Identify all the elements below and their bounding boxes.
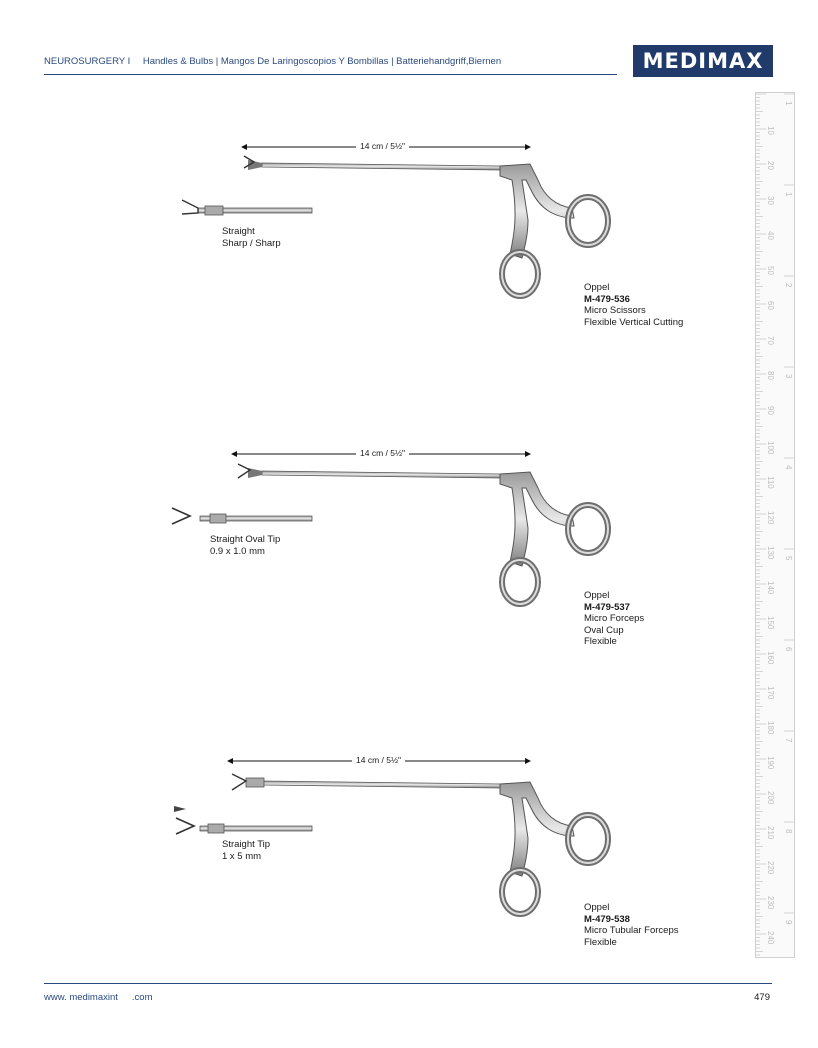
ruler-cm-label: 40 bbox=[766, 231, 775, 240]
ruler-cm-label: 130 bbox=[766, 546, 775, 560]
product-info-536: Oppel M-479-536 Micro Scissors Flexible … bbox=[584, 282, 684, 328]
ruler-cm-label: 50 bbox=[766, 266, 775, 275]
ruler-cm-label: 230 bbox=[766, 896, 775, 910]
page-header: NEUROSURGERY I Handles & Bulbs | Mangos … bbox=[44, 56, 501, 67]
ruler-cm-label: 220 bbox=[766, 861, 775, 875]
ruler-cm-label: 120 bbox=[766, 511, 775, 525]
page-number: 479 bbox=[754, 992, 770, 1003]
ruler-cm-label: 80 bbox=[766, 371, 775, 380]
ruler-cm-label: 90 bbox=[766, 406, 775, 415]
measurement-ruler: 10 20 30 40 50 60 70 80 90 100 110 120 130 140 150 160 1… bbox=[755, 92, 795, 958]
instrument-537 bbox=[171, 451, 608, 604]
header-divider bbox=[44, 74, 617, 75]
ruler-cm-label: 30 bbox=[766, 196, 775, 205]
dimension-label: 14 cm / 5½" bbox=[356, 448, 410, 458]
ruler-inch-label: 1 bbox=[784, 101, 793, 106]
ruler-cm-label: 160 bbox=[766, 651, 775, 665]
ruler-inch-label: 3 bbox=[784, 374, 793, 379]
ruler-inch-label: 8 bbox=[784, 829, 793, 834]
product-info-537: Oppel M-479-537 Micro Forceps Oval Cup F… bbox=[584, 590, 645, 647]
ruler-cm-label: 70 bbox=[766, 336, 775, 345]
dimension-label: 14 cm / 5½" bbox=[356, 141, 410, 151]
instrument-538 bbox=[174, 758, 608, 914]
ruler-inch-label: 6 bbox=[784, 647, 793, 652]
ruler-inch-label: 9 bbox=[784, 920, 793, 925]
footer-website[interactable]: www. medimaxint.com bbox=[44, 992, 153, 1003]
product-info-538: Oppel M-479-538 Micro Tubular Forceps Fl… bbox=[584, 902, 679, 948]
ruler-inch-label: 7 bbox=[784, 738, 793, 743]
ruler-cm-label: 240 bbox=[766, 931, 775, 945]
ruler-inch-label: 5 bbox=[784, 556, 793, 561]
instrument-536 bbox=[181, 144, 608, 296]
ruler-cm-label: 170 bbox=[766, 686, 775, 700]
tip-description: Straight Oval Tip 0.9 x 1.0 mm bbox=[210, 534, 281, 557]
ruler-cm-label: 60 bbox=[766, 301, 775, 310]
tip-description: Straight Sharp / Sharp bbox=[222, 226, 281, 249]
ruler-inch-label: 2 bbox=[784, 283, 793, 288]
ruler-cm-label: 10 bbox=[766, 126, 775, 135]
ruler-inch-label: 1 bbox=[784, 192, 793, 197]
medimax-logo: MEDIMAX bbox=[633, 45, 773, 77]
tip-description: Straight Tip 1 x 5 mm bbox=[222, 839, 271, 862]
dimension-label: 14 cm / 5½" bbox=[352, 755, 406, 765]
ruler-cm-label: 100 bbox=[766, 441, 775, 455]
ruler-inch-label: 4 bbox=[784, 465, 793, 470]
ruler-cm-label: 150 bbox=[766, 616, 775, 630]
header-title: Handles & Bulbs | Mangos De Laringoscopi… bbox=[142, 56, 502, 67]
ruler-cm-label: 210 bbox=[766, 826, 775, 840]
ruler-cm-label: 190 bbox=[766, 756, 775, 770]
ruler-cm-label: 200 bbox=[766, 791, 775, 805]
section-label: NEUROSURGERY I bbox=[44, 56, 131, 67]
ruler-cm-label: 140 bbox=[766, 581, 775, 595]
ruler-cm-label: 20 bbox=[766, 161, 775, 170]
ruler-cm-label: 180 bbox=[766, 721, 775, 735]
footer-divider bbox=[44, 983, 772, 984]
ruler-cm-label: 110 bbox=[766, 476, 775, 489]
